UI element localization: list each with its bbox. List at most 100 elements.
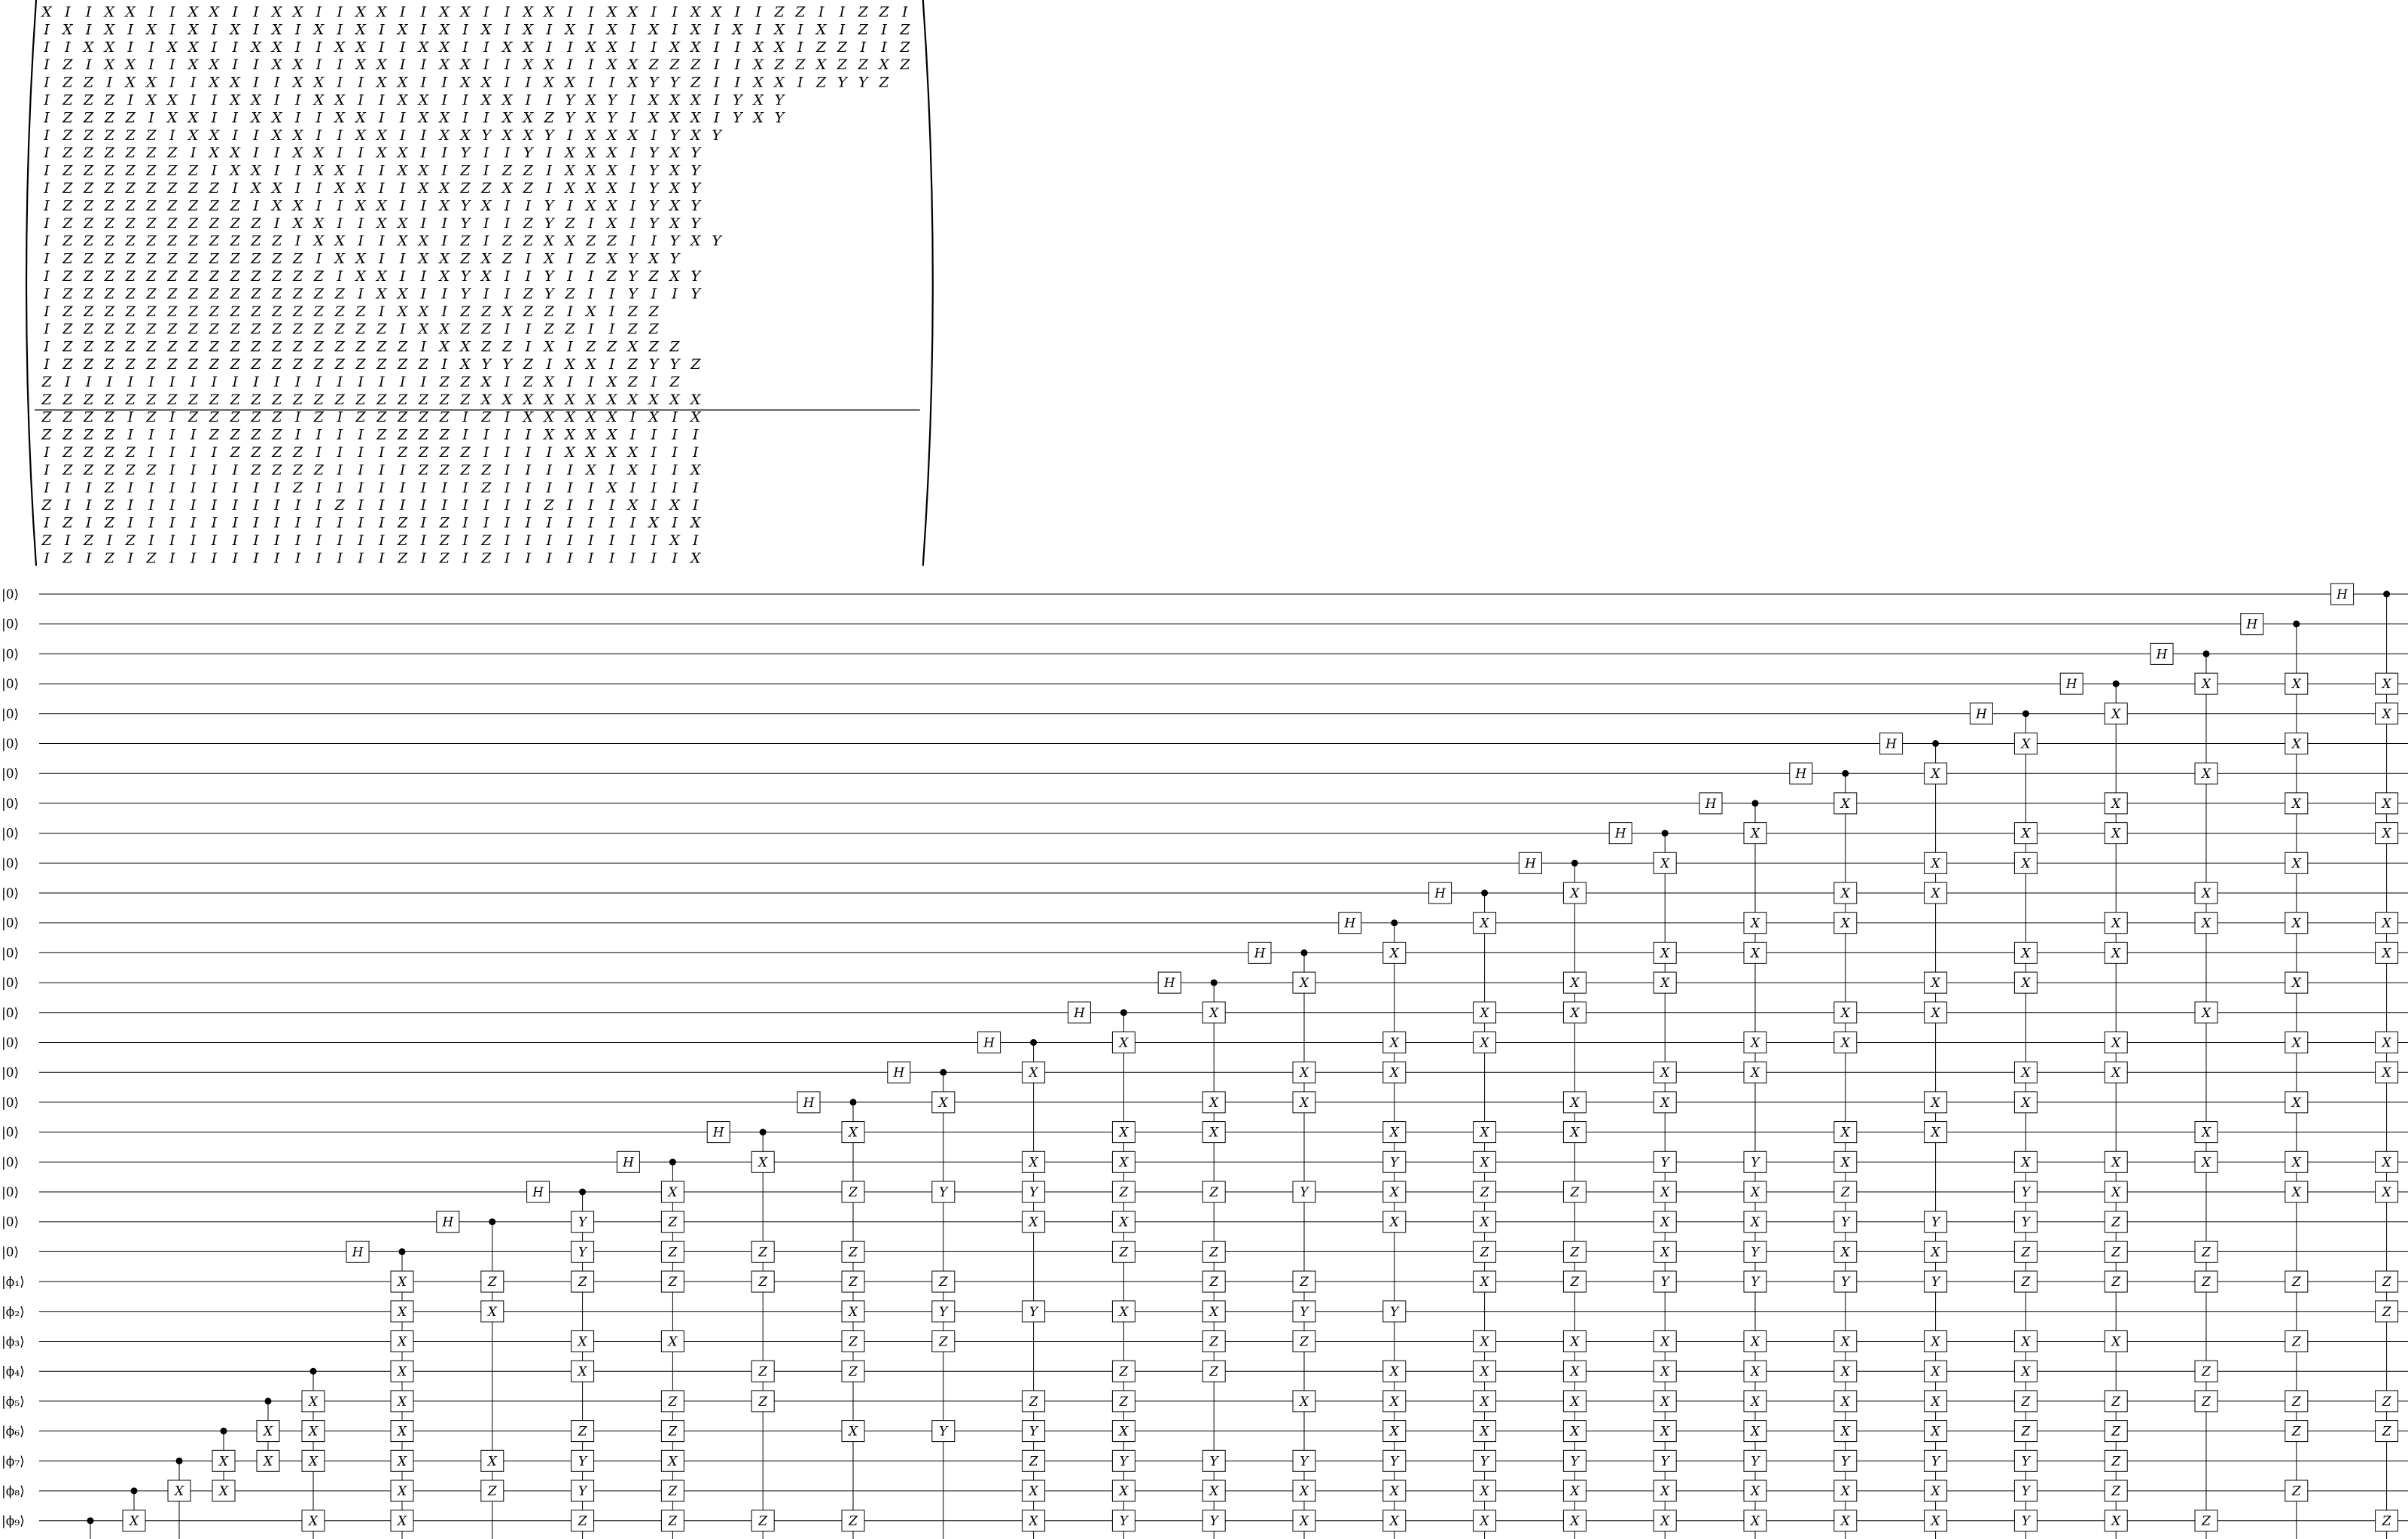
matrix-entry: X [605, 127, 618, 144]
matrix-entry: I [211, 109, 218, 126]
pauli-gate-label: Z [667, 1275, 678, 1290]
pauli-gate-label: X [2019, 1155, 2031, 1170]
matrix-entry: X [249, 109, 262, 126]
qubit-label: |ϕ₅⟩ [2, 1394, 25, 1409]
matrix-entry: X [417, 109, 430, 126]
qubit-label: |ϕ₆⟩ [2, 1425, 25, 1440]
matrix-entry: X [417, 180, 430, 197]
pauli-gate-label: X [2019, 856, 2031, 871]
pauli-gate-label: X [2110, 946, 2121, 961]
matrix-entry: I [483, 215, 489, 232]
hadamard-gate-label: H [712, 1126, 725, 1141]
matrix-entry: X [877, 56, 890, 73]
matrix-entry: I [566, 4, 573, 20]
matrix-entry: I [504, 215, 511, 232]
matrix-entry: Z [899, 21, 910, 38]
matrix-entry: Z [501, 233, 513, 249]
matrix-entry: X [312, 145, 325, 161]
pauli-gate-label: Z [1209, 1185, 1219, 1200]
matrix-entry: Y [691, 180, 703, 197]
pauli-gate-label: X [1659, 1185, 1670, 1200]
pauli-gate-label: X [2019, 1335, 2031, 1350]
pauli-gate-label: Z [848, 1275, 858, 1290]
matrix-entry: I [43, 197, 50, 214]
matrix-entry: X [605, 215, 618, 232]
matrix-entry: X [501, 127, 514, 144]
matrix-entry: I [440, 233, 447, 249]
matrix-entry: I [525, 92, 532, 108]
pauli-gate-label: X [1479, 1215, 1490, 1230]
matrix-entry: I [483, 285, 489, 302]
qubit-label: |0⟩ [2, 677, 19, 692]
hadamard-gate-label: H [983, 1036, 995, 1051]
hadamard-gate-label: H [2245, 617, 2258, 632]
matrix-entry: I [525, 251, 532, 267]
qubit-label: |ϕ₃⟩ [2, 1335, 25, 1350]
pauli-gate-label: X [1298, 976, 1309, 991]
matrix-entry: I [713, 39, 720, 56]
pauli-gate-label: Z [757, 1514, 768, 1529]
control-dot [849, 1099, 857, 1106]
pauli-gate-label: X [1117, 1425, 1129, 1440]
pauli-gate-label: X [307, 1394, 319, 1409]
matrix-entry: Z [83, 251, 94, 267]
matrix-entry: Z [83, 145, 94, 161]
matrix-entry: I [797, 21, 803, 38]
pauli-gate-label: X [2291, 1185, 2302, 1200]
matrix-entry: Z [125, 145, 136, 161]
pauli-gate-label: Y [1751, 1275, 1760, 1290]
matrix-entry: X [228, 75, 241, 91]
matrix-entry: I [629, 145, 636, 161]
matrix-entry: Z [104, 145, 115, 161]
matrix-entry: I [336, 127, 343, 144]
pauli-gate-label: X [2200, 1155, 2211, 1170]
pauli-gate-label: Y [1751, 1454, 1760, 1469]
matrix-entry: X [605, 163, 618, 179]
matrix-entry: X [731, 21, 744, 38]
matrix-entry: Z [83, 197, 94, 214]
pauli-gate-label: Z [667, 1484, 678, 1499]
matrix-entry: X [375, 268, 388, 285]
matrix-entry: I [629, 180, 636, 197]
matrix-entry: I [587, 215, 594, 232]
matrix-entry: X [668, 92, 681, 108]
matrix-entry: I [315, 109, 322, 126]
matrix-entry: I [399, 197, 406, 214]
matrix-entry: X [773, 75, 785, 91]
matrix-entry: X [437, 109, 450, 126]
matrix-entry: Y [544, 127, 556, 144]
matrix-entry: X [437, 197, 450, 214]
matrix-entry: Z [145, 145, 157, 161]
matrix-entry: I [797, 75, 803, 91]
matrix-entry: I [629, 163, 636, 179]
matrix-entry: Z [334, 285, 346, 302]
matrix-entry: X [333, 180, 346, 197]
matrix-entry: X [187, 4, 200, 20]
matrix-entry: X [626, 4, 639, 20]
pauli-gate-label: X [1568, 1126, 1580, 1141]
pauli-gate-label: X [2291, 1036, 2302, 1051]
pauli-gate-label: X [1117, 1484, 1129, 1499]
matrix-entry: X [668, 163, 681, 179]
matrix-entry: X [208, 56, 221, 73]
pauli-gate-label: Y [1029, 1425, 1039, 1440]
pauli-gate-label: X [1568, 1514, 1580, 1529]
matrix-entry: X [123, 75, 136, 91]
pauli-gate-label: Z [1118, 1394, 1129, 1409]
matrix-entry: I [462, 39, 468, 56]
matrix-entry: X [668, 39, 681, 56]
matrix-entry: Y [544, 197, 556, 214]
control-dot [579, 1188, 587, 1196]
pauli-gate-label: X [1749, 1514, 1760, 1529]
matrix-entry: I [420, 21, 427, 38]
pauli-gate-label: X [1298, 1065, 1309, 1080]
matrix-entry: I [629, 215, 636, 232]
pauli-gate-label: X [1749, 1425, 1760, 1440]
matrix-entry: X [354, 56, 367, 73]
matrix-entry: X [249, 39, 262, 56]
matrix-entry: I [273, 92, 280, 108]
qubit-label: |0⟩ [2, 617, 19, 632]
matrix-entry: X [563, 163, 576, 179]
matrix-entry: X [689, 92, 702, 108]
matrix-entry: X [354, 39, 367, 56]
